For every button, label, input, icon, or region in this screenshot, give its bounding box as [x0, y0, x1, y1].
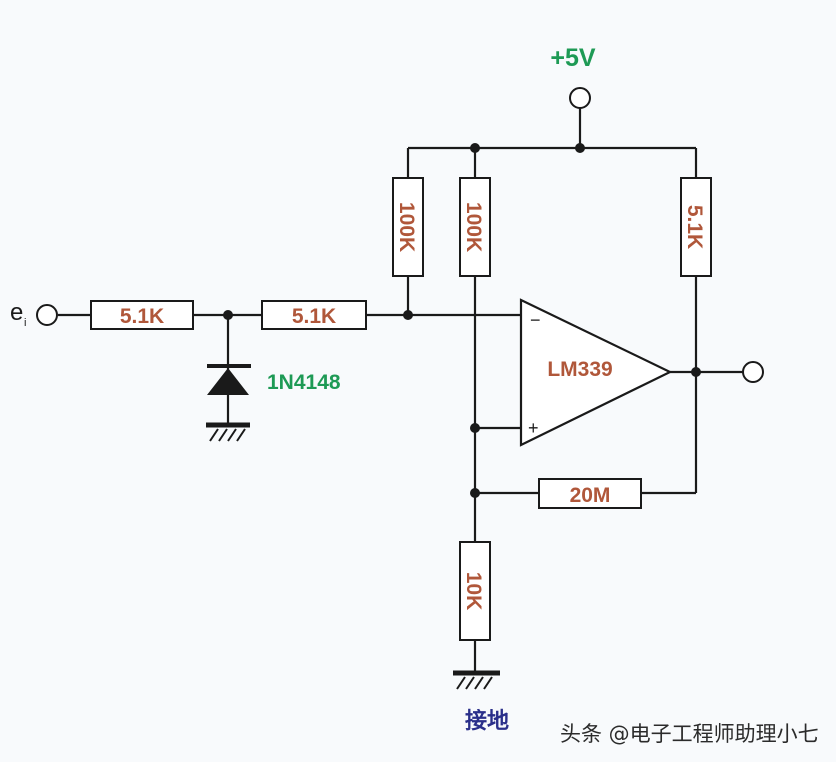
- supply-terminal: [569, 87, 591, 109]
- junction-dot: [403, 310, 413, 320]
- noninverting-pin-label: +: [528, 418, 539, 438]
- watermark: 头条 @电子工程师助理小七: [560, 722, 819, 746]
- junction-dot: [575, 143, 585, 153]
- resistor-pullup-divider: 100K: [459, 177, 491, 277]
- resistor-ground: 10K: [459, 541, 491, 641]
- resistor-label: 20M: [570, 484, 611, 507]
- ground-symbol-diode: [206, 422, 250, 442]
- resistor-input-1: 5.1K: [90, 300, 194, 330]
- resistor-label: 5.1K: [292, 305, 336, 328]
- comparator-lm339: − + LM339: [519, 298, 673, 447]
- resistor-label: 100K: [462, 202, 485, 252]
- diode-triangle-icon: [207, 368, 249, 395]
- comparator-triangle-icon: [519, 298, 673, 447]
- supply-label: +5V: [550, 44, 596, 72]
- inverting-pin-label: −: [530, 310, 541, 330]
- junction-dot: [223, 310, 233, 320]
- diode-1n4148: 1N4148: [207, 364, 341, 395]
- input-terminal: [36, 304, 58, 326]
- resistor-pullup-inverting: 100K: [392, 177, 424, 277]
- ground-label: 接地: [465, 709, 509, 734]
- resistor-label: 5.1K: [683, 205, 706, 249]
- junction-dot: [470, 143, 480, 153]
- resistor-label: 10K: [462, 572, 485, 611]
- resistor-pullup-output: 5.1K: [680, 177, 712, 277]
- junction-dot: [691, 367, 701, 377]
- ground-symbol-main: [453, 670, 500, 690]
- resistor-feedback: 20M: [538, 478, 642, 509]
- input-subscript: i: [24, 317, 26, 329]
- resistor-label: 100K: [395, 202, 418, 252]
- comparator-label: LM339: [547, 358, 612, 381]
- diode-label: 1N4148: [267, 371, 341, 394]
- junction-dot: [470, 488, 480, 498]
- resistor-input-2: 5.1K: [261, 300, 367, 330]
- junctions: [223, 143, 701, 498]
- resistor-label: 5.1K: [120, 305, 164, 328]
- output-terminal: [742, 361, 764, 383]
- input-label: e: [10, 299, 23, 326]
- junction-dot: [470, 423, 480, 433]
